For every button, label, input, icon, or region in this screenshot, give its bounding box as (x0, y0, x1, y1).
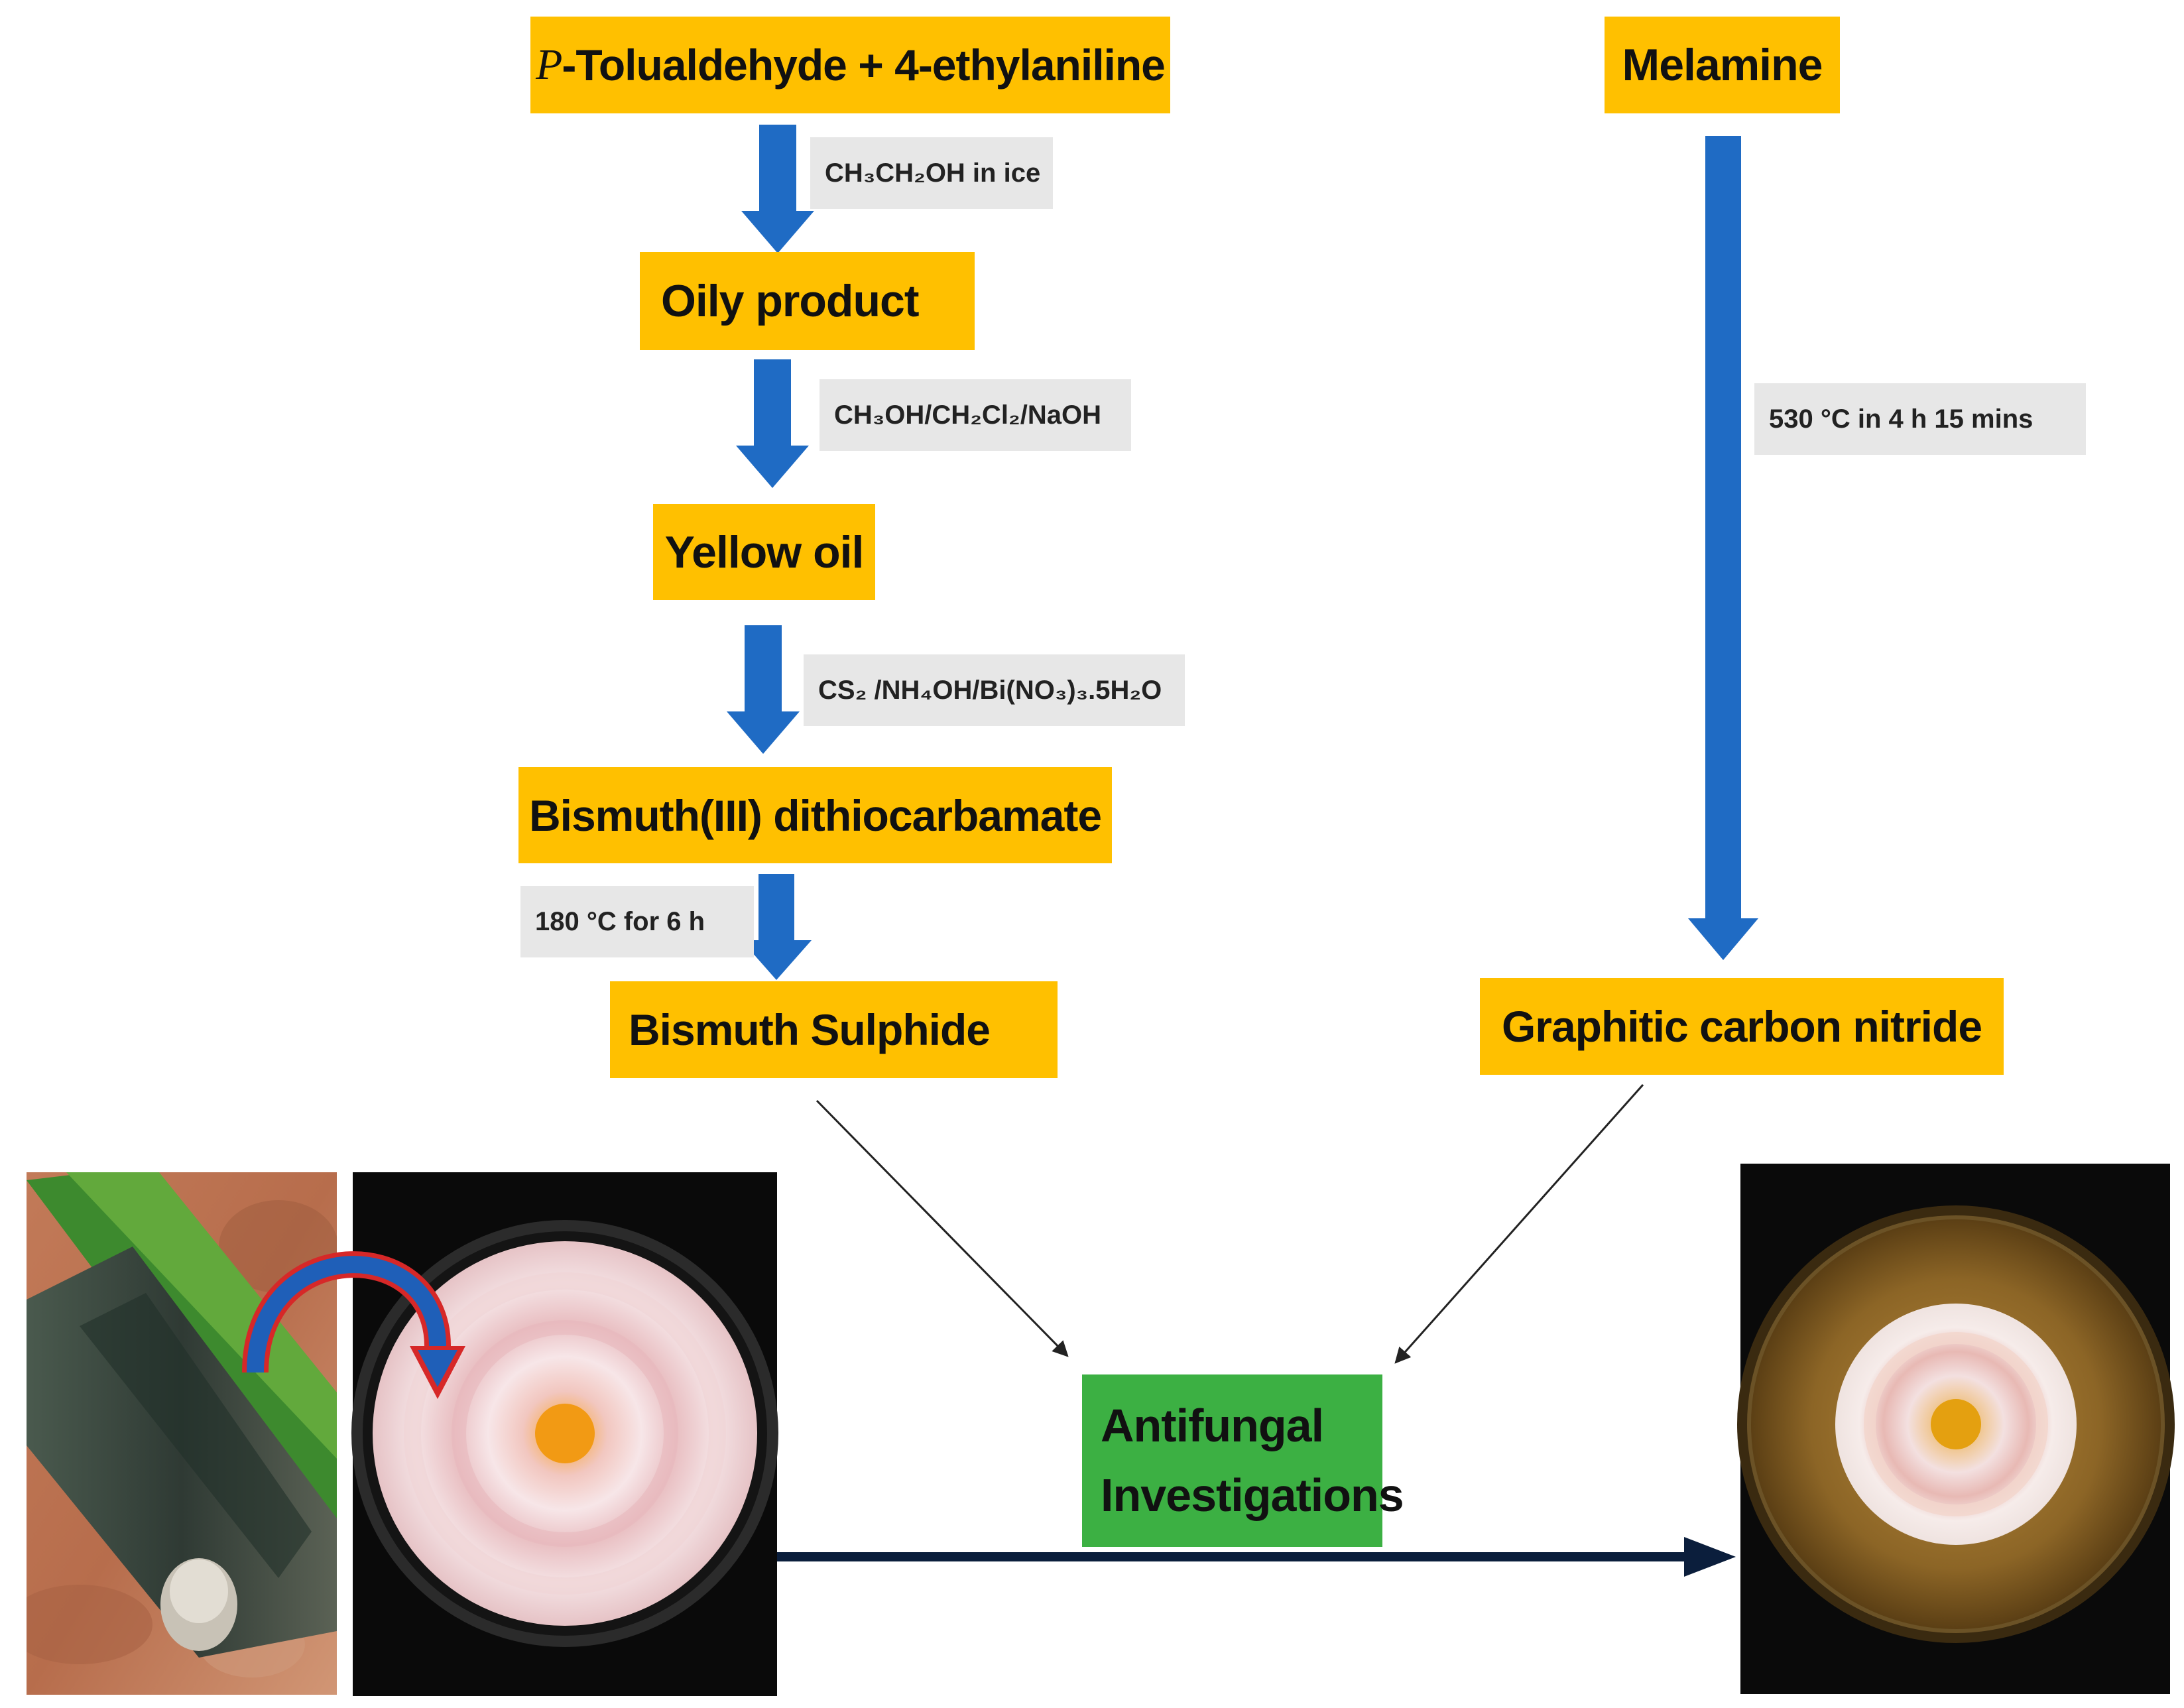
oily-product-label: Oily product (661, 276, 919, 326)
bismuth-sulphide-box: Bismuth Sulphide (610, 981, 1058, 1078)
flow-arrow-4 (741, 874, 812, 980)
melamine-label: Melamine (1622, 40, 1823, 90)
condition-step2: CH₃OH/CH₂Cl₂/NaOH (819, 379, 1131, 451)
condition-melamine-label: 530 °C in 4 h 15 mins (1769, 404, 2033, 434)
bismuth-sulphide-label: Bismuth Sulphide (629, 1005, 991, 1054)
condition-step4-label: 180 °C for 6 h (535, 906, 705, 936)
flow-arrow-3 (727, 625, 800, 754)
graphitic-carbon-nitride-label: Graphitic carbon nitride (1501, 1002, 1982, 1051)
condition-step2-label: CH₃OH/CH₂Cl₂/NaOH (834, 400, 1101, 430)
condition-step1-label: CH₃CH₂OH in ice (825, 158, 1041, 188)
condition-step3: CS₂ /NH₄OH/Bi(NO₃)₃.5H₂O (804, 654, 1185, 726)
treated-fungal-culture-photo (1737, 1164, 2175, 1694)
yellow-oil-label: Yellow oil (664, 526, 865, 578)
yellow-oil-box: Yellow oil (653, 504, 875, 600)
bismuth-dtc-label: Bismuth(III) dithiocarbamate (528, 790, 1102, 840)
connector-bi2s3-to-assay (816, 1099, 1069, 1357)
condition-step1: CH₃CH₂OH in ice (810, 137, 1053, 209)
para-prefix: P (536, 40, 562, 89)
flow-arrow-2 (736, 359, 809, 488)
oily-product-box: Oily product (640, 252, 975, 350)
bismuth-dtc-box: Bismuth(III) dithiocarbamate (518, 767, 1112, 863)
transfer-curved-arrow (242, 1251, 465, 1399)
main-result-arrow (777, 1537, 1736, 1577)
condition-melamine: 530 °C in 4 h 15 mins (1754, 383, 2086, 455)
graphitic-carbon-nitride-box: Graphitic carbon nitride (1480, 978, 2004, 1075)
condition-step3-label: CS₂ /NH₄OH/Bi(NO₃)₃.5H₂O (818, 675, 1162, 705)
untreated-fungal-culture-photo (351, 1172, 778, 1696)
antifungal-investigations-box: Antifungal Investigations (1082, 1374, 1404, 1547)
flow-arrow-melamine (1688, 136, 1758, 960)
flow-arrow-1 (741, 125, 814, 253)
infected-plant-photo (27, 1172, 337, 1695)
connector-gcn-to-assay (1394, 1084, 1644, 1364)
antifungal-label-line1: Antifungal (1101, 1400, 1324, 1451)
start-reactants-label: -Tolualdehyde + 4-ethylaniline (562, 40, 1165, 90)
condition-step4: 180 °C for 6 h (520, 886, 754, 957)
antifungal-label-line2: Investigations (1101, 1469, 1404, 1521)
start-reactants-box: P-Tolualdehyde + 4-ethylaniline (530, 17, 1170, 113)
melamine-box: Melamine (1605, 17, 1840, 113)
